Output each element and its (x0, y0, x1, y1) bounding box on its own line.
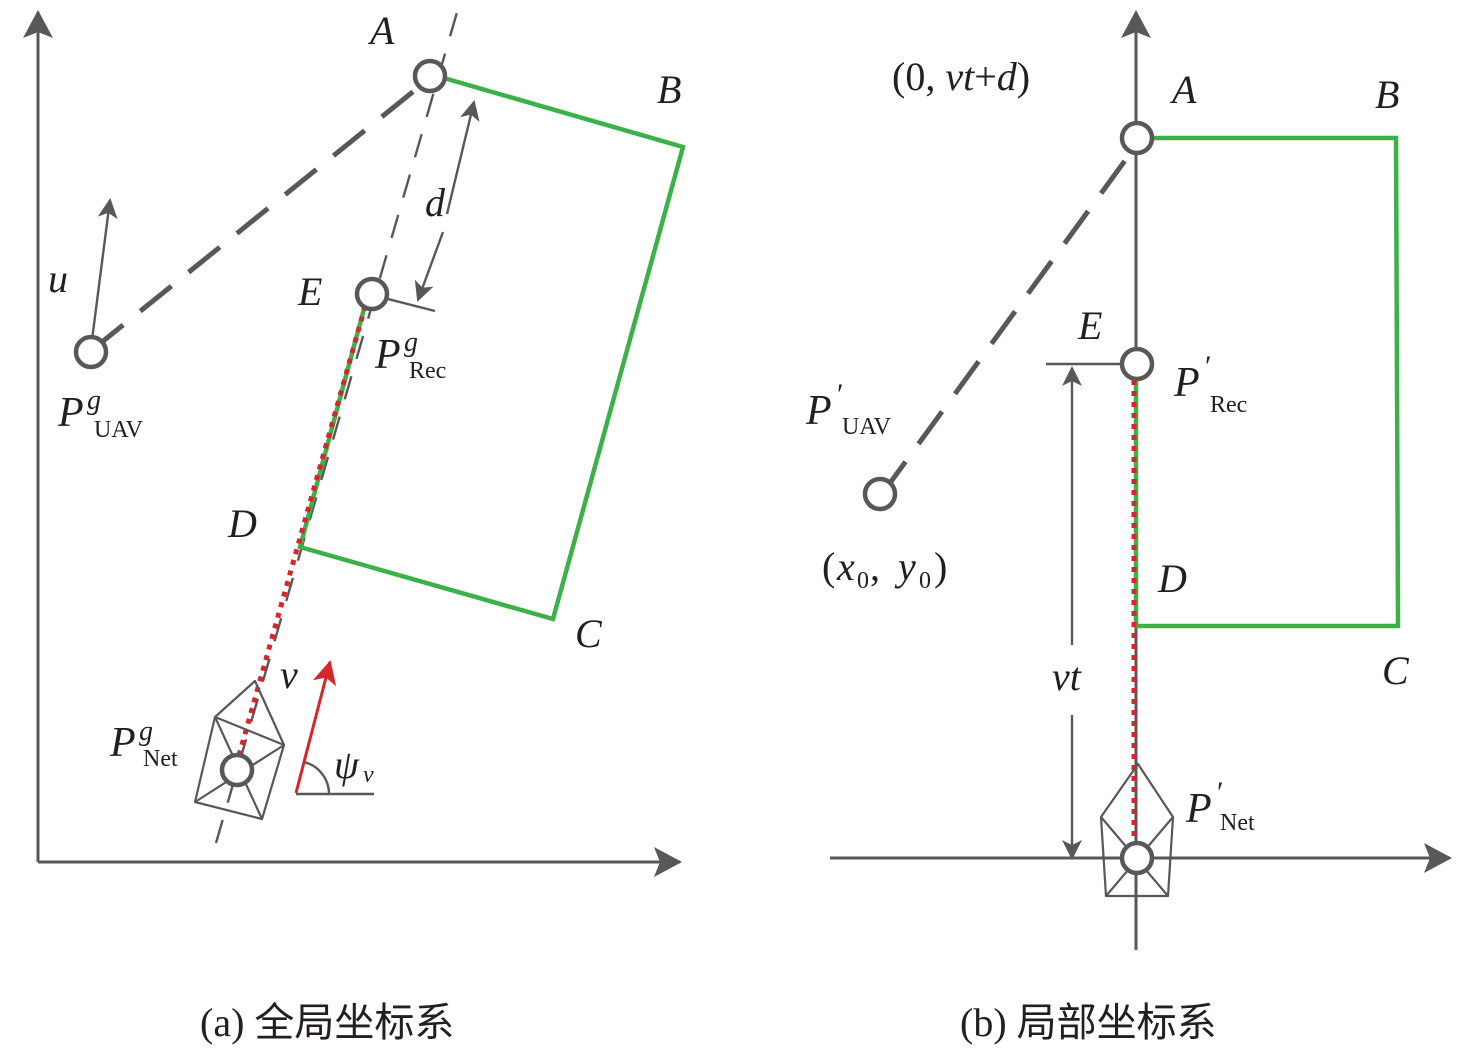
panel-a-net-point (219, 752, 255, 788)
panel-b-caption: (b) 局部坐标系 (960, 1000, 1217, 1045)
svg-text:0: 0 (857, 568, 869, 594)
svg-text:y: y (894, 544, 916, 589)
panel-a-heading-line (214, 1, 462, 844)
svg-text:P: P (57, 390, 84, 436)
panel-a-d-arrow-down (414, 231, 445, 302)
svg-text:′: ′ (1217, 776, 1224, 809)
panel-a-uav-to-a-line (90, 76, 432, 352)
panel-a-angle-arc (303, 760, 331, 795)
panel-a-recovery-area (297, 71, 686, 622)
svg-text:,: , (870, 544, 880, 589)
svg-text:Net: Net (1220, 810, 1255, 836)
panel-b-label-p-rec: P ′ Rec (1173, 350, 1247, 418)
panel-a-u-arrow (90, 198, 118, 341)
panel-b-label-start-coordinate: ( x 0 , y 0 ) (822, 544, 947, 594)
svg-text:v: v (363, 762, 374, 788)
svg-text:′: ′ (1205, 350, 1212, 383)
svg-text:P: P (109, 720, 136, 766)
panel-b-label-d-point: D (1157, 556, 1187, 601)
panel-a-label-d-distance: d (425, 180, 446, 225)
panel-a-label-d-point: D (227, 501, 257, 546)
panel-b-label-b: B (1375, 72, 1399, 117)
panel-b-label-vt: vt (1052, 654, 1082, 699)
panel-b-label-a: A (1169, 67, 1197, 112)
panel-b-label-p-net: P ′ Net (1185, 776, 1255, 836)
svg-text:′: ′ (837, 378, 844, 411)
panel-b-label-c: C (1382, 648, 1410, 693)
svg-text:g: g (404, 327, 418, 358)
panel-b-label-p-uav: P ′ UAV (805, 378, 892, 440)
panel-a-point-e (354, 276, 390, 312)
panel-a-uav-point (73, 334, 109, 370)
panel-b-local-frame: A B C D E vt (0, vt+d) ( x 0 , y 0 ) P ′… (805, 10, 1452, 950)
svg-text:Rec: Rec (409, 358, 446, 384)
panel-a-label-u: u (48, 256, 68, 301)
svg-text:P: P (1173, 360, 1200, 406)
panel-a-label-p-rec: P g Rec (374, 327, 446, 384)
svg-text:P: P (374, 332, 401, 378)
svg-text:(: ( (822, 544, 835, 589)
panel-a-ship-icon (193, 679, 286, 821)
panel-b-label-e: E (1077, 303, 1102, 348)
panel-a-d-arrow-up (445, 100, 480, 215)
panel-b-label-top-coordinate: (0, vt+d) (892, 54, 1030, 99)
panel-a-point-a (412, 58, 448, 94)
panel-a-label-v: v (280, 652, 298, 697)
svg-text:x: x (836, 544, 855, 589)
panel-a-label-psi: ψ v (334, 742, 374, 788)
panel-a-label-p-uav: P g UAV (57, 385, 144, 443)
panel-a-label-c: C (575, 611, 603, 656)
panel-b-point-e (1119, 346, 1155, 382)
panel-a-caption: (a) 全局坐标系 (200, 1000, 454, 1045)
panel-b-net-point (1119, 840, 1155, 876)
svg-text:Rec: Rec (1210, 392, 1247, 418)
panel-a-label-b: B (657, 67, 681, 112)
panel-b-uav-point (862, 476, 898, 512)
panel-a-label-p-net: P g Net (109, 716, 178, 772)
svg-text:g: g (87, 385, 101, 416)
panel-a-label-e: E (297, 269, 322, 314)
svg-text:UAV: UAV (94, 417, 144, 443)
panel-a-label-a: A (367, 8, 395, 53)
svg-text:0: 0 (919, 568, 931, 594)
svg-text:g: g (139, 716, 153, 747)
panel-b-point-a (1119, 120, 1155, 156)
svg-text:P: P (805, 388, 832, 434)
panel-b-uav-to-a-line (879, 138, 1143, 496)
svg-text:): ) (934, 544, 947, 589)
panel-a-global-frame: A B C D E d u v P g UAV P g Rec P g Net … (23, 1, 686, 877)
svg-text:ψ: ψ (334, 742, 360, 787)
svg-text:Net: Net (143, 746, 178, 772)
svg-text:P: P (1185, 786, 1212, 832)
panel-a-velocity-arrow (294, 660, 337, 794)
svg-text:UAV: UAV (842, 414, 892, 440)
